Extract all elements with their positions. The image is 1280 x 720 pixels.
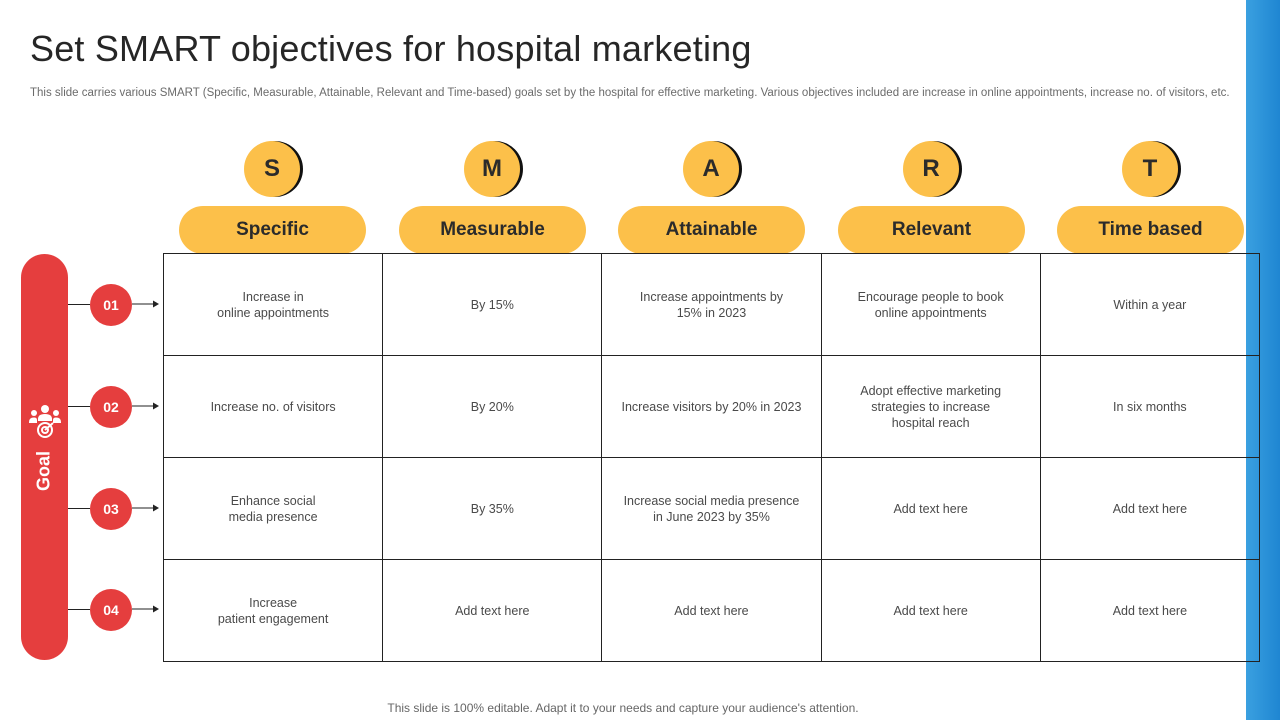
column-header-measurable: Measurable xyxy=(399,206,586,254)
table-cell-specific: Increase in online appointments xyxy=(162,253,384,356)
table-cell-relevant: Encourage people to book online appointm… xyxy=(820,253,1041,356)
column-header-attainable: Attainable xyxy=(618,206,805,254)
page-subtitle: This slide carries various SMART (Specif… xyxy=(30,87,1230,99)
row-connector-line xyxy=(68,406,90,407)
table-row: Enhance social media presence By 35% Inc… xyxy=(162,457,1261,560)
letter-circle-r: R xyxy=(903,141,959,197)
people-target-icon xyxy=(29,405,61,438)
letter-circle-t: T xyxy=(1122,141,1178,197)
row-number-badge: 02 xyxy=(90,386,132,428)
footer-note: This slide is 100% editable. Adapt it to… xyxy=(387,701,859,715)
table-cell-relevant: Adopt effective marketing strategies to … xyxy=(820,355,1041,458)
table-cell-attainable: Increase visitors by 20% in 2023 xyxy=(601,355,822,458)
column-header-relevant: Relevant xyxy=(838,206,1025,254)
table-cell-time-based: Add text here xyxy=(1039,559,1261,662)
table-cell-attainable: Add text here xyxy=(601,559,822,662)
arrow-right-icon xyxy=(132,300,159,308)
row-connector-line xyxy=(68,609,90,610)
table-cell-specific: Increase patient engagement xyxy=(162,559,384,662)
table-row: Increase patient engagement Add text her… xyxy=(162,559,1261,662)
smart-objectives-table: Increase in online appointments By 15% I… xyxy=(162,253,1261,662)
row-connector-line xyxy=(68,304,90,305)
table-cell-specific: Enhance social media presence xyxy=(162,457,384,560)
letter-circle-a: A xyxy=(683,141,739,197)
table-cell-relevant: Add text here xyxy=(820,559,1041,662)
table-cell-measurable: By 35% xyxy=(382,457,603,560)
table-row: Increase in online appointments By 15% I… xyxy=(162,253,1261,356)
table-cell-measurable: By 15% xyxy=(382,253,603,356)
table-cell-measurable: By 20% xyxy=(382,355,603,458)
letter-circle-s: S xyxy=(244,141,300,197)
row-number-badge: 04 xyxy=(90,589,132,631)
table-row: Increase no. of visitors By 20% Increase… xyxy=(162,355,1261,458)
row-number-badge: 03 xyxy=(90,488,132,530)
table-cell-attainable: Increase social media presence in June 2… xyxy=(601,457,822,560)
row-number-badge: 01 xyxy=(90,284,132,326)
letter-circle-m: M xyxy=(464,141,520,197)
row-connector-line xyxy=(68,508,90,509)
table-cell-time-based: In six months xyxy=(1039,355,1261,458)
arrow-right-icon xyxy=(132,402,159,410)
table-cell-specific: Increase no. of visitors xyxy=(162,355,384,458)
arrow-right-icon xyxy=(132,504,159,512)
table-cell-attainable: Increase appointments by 15% in 2023 xyxy=(601,253,822,356)
column-header-time-based: Time based xyxy=(1057,206,1244,254)
column-header-specific: Specific xyxy=(179,206,366,254)
goal-bar xyxy=(21,254,68,660)
table-cell-time-based: Within a year xyxy=(1039,253,1261,356)
table-cell-relevant: Add text here xyxy=(820,457,1041,560)
page-title: Set SMART objectives for hospital market… xyxy=(30,28,752,69)
table-cell-time-based: Add text here xyxy=(1039,457,1261,560)
arrow-right-icon xyxy=(132,605,159,613)
table-cell-measurable: Add text here xyxy=(382,559,603,662)
goal-label: Goal xyxy=(33,450,54,492)
